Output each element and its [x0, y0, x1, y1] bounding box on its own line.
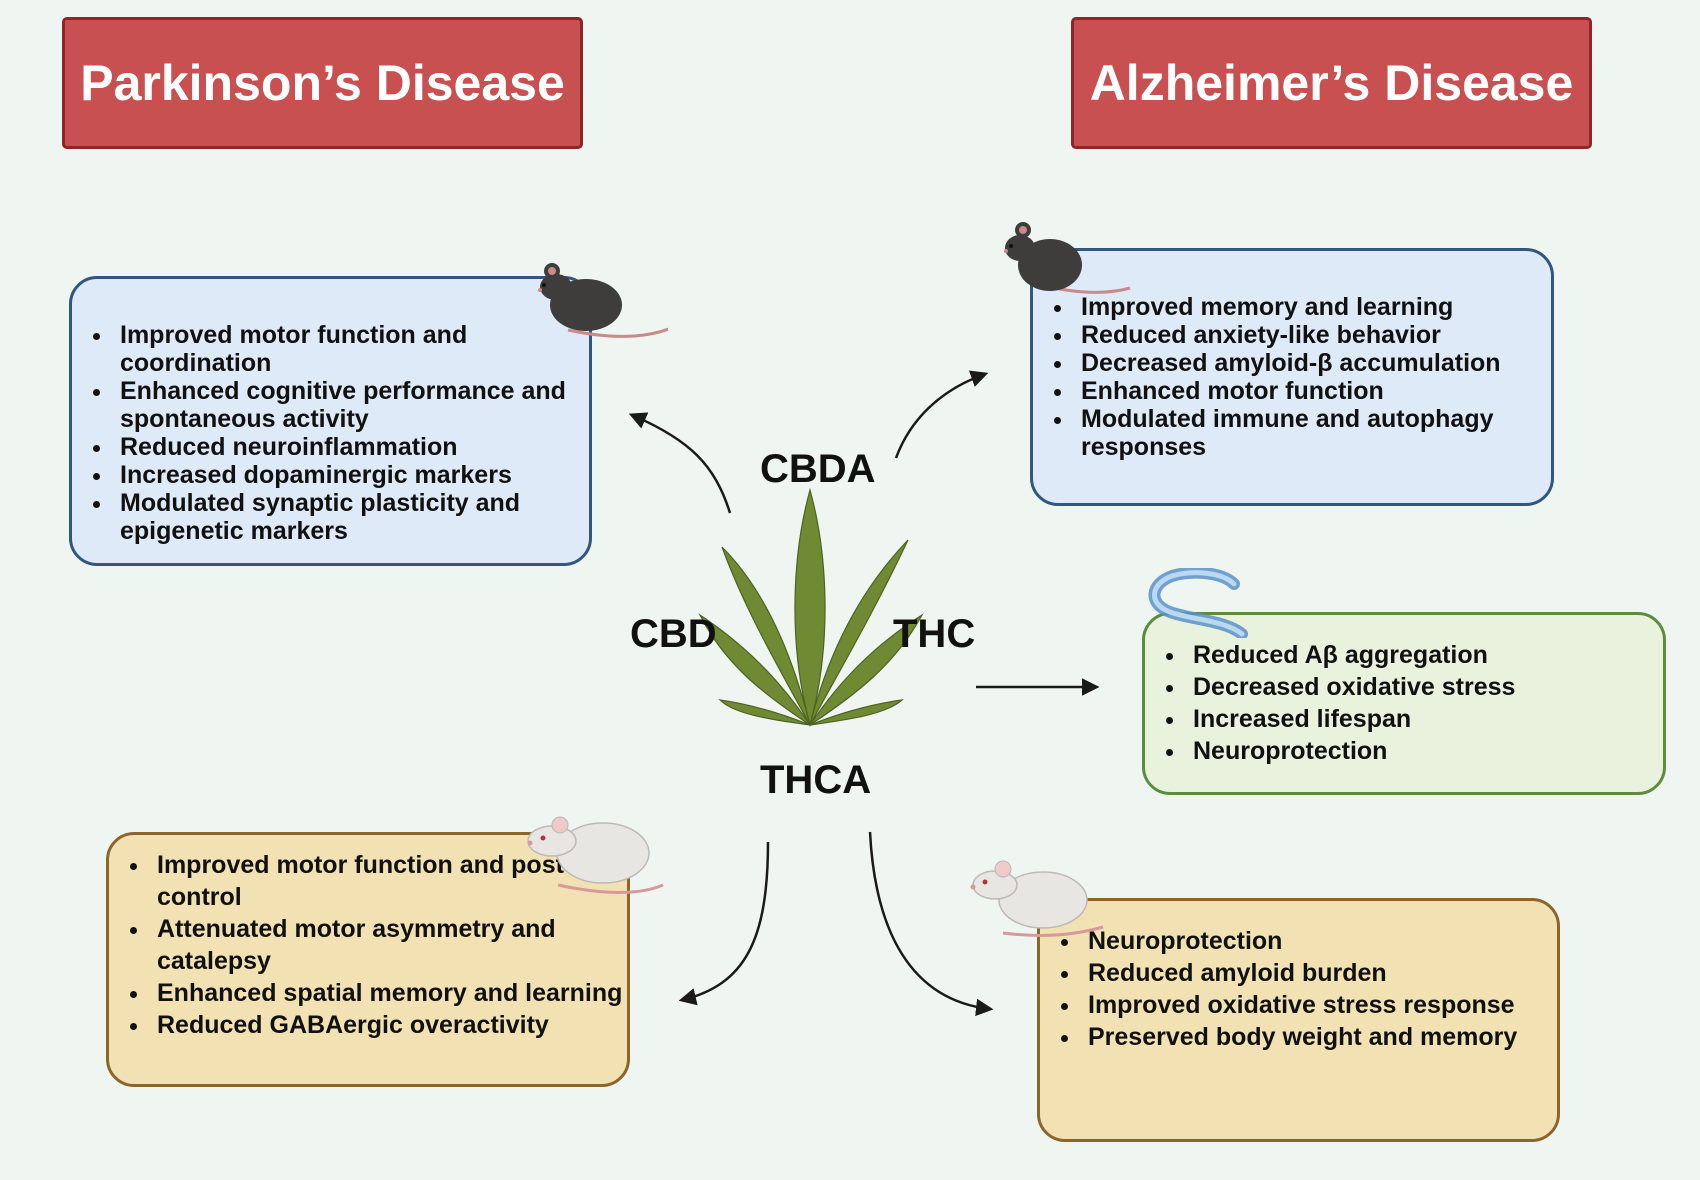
compound-label-cbd: CBD	[630, 612, 717, 656]
pd-rat-findings-list: Improved motor function and postural con…	[109, 835, 627, 1041]
list-item: Decreased oxidative stress	[1187, 671, 1663, 703]
list-item: Reduced amyloid burden	[1082, 957, 1557, 989]
list-item: Enhanced cognitive performance and spont…	[114, 377, 589, 433]
list-item: Improved motor function and coordination	[114, 321, 589, 377]
list-item: Improved oxidative stress response	[1082, 989, 1557, 1021]
ad-mouse-findings-list: Improved memory and learning Reduced anx…	[1033, 251, 1551, 461]
compound-label-thca: THCA	[760, 758, 872, 802]
arrow-to-ad-mouse	[894, 370, 989, 459]
mouse-icon	[1004, 222, 1131, 294]
list-item: Reduced neuroinflammation	[114, 433, 589, 461]
arrow-to-ad-rat	[868, 831, 994, 1017]
compound-label-thc: THC	[893, 612, 976, 656]
parkinsons-header: Parkinson’s Disease	[62, 17, 583, 149]
list-item: Increased lifespan	[1187, 703, 1663, 735]
ad-worm-findings-box: Reduced Aβ aggregation Decreased oxidati…	[1142, 612, 1666, 795]
alzheimers-header-title: Alzheimer’s Disease	[1089, 55, 1574, 111]
ad-worm-findings-list: Reduced Aβ aggregation Decreased oxidati…	[1145, 615, 1663, 767]
alzheimers-header: Alzheimer’s Disease	[1071, 17, 1592, 149]
list-item: Reduced anxiety-like behavior	[1075, 321, 1551, 349]
pd-rat-findings-box: Improved motor function and postural con…	[106, 832, 630, 1087]
list-item: Improved memory and learning	[1075, 293, 1551, 321]
parkinsons-header-title: Parkinson’s Disease	[80, 55, 565, 111]
list-item: Improved motor function and postural con…	[151, 849, 627, 913]
mouse-icon	[538, 263, 668, 338]
arrow-to-pd-rat	[678, 841, 770, 1006]
list-item: Enhanced motor function	[1075, 377, 1551, 405]
compound-label-cbda: CBDA	[760, 447, 876, 491]
list-item: Modulated synaptic plasticity and epigen…	[114, 489, 589, 545]
list-item: Enhanced spatial memory and learning	[151, 977, 627, 1009]
list-item: Attenuated motor asymmetry and catalepsy	[151, 913, 627, 977]
list-item: Decreased amyloid-β accumulation	[1075, 349, 1551, 377]
list-item: Modulated immune and autophagy responses	[1075, 405, 1551, 461]
list-item: Reduced Aβ aggregation	[1187, 639, 1663, 671]
worm-icon	[1148, 568, 1248, 638]
list-item: Neuroprotection	[1082, 925, 1557, 957]
list-item: Increased dopaminergic markers	[114, 461, 589, 489]
pd-mouse-findings-list: Improved motor function and coordination…	[72, 279, 589, 545]
list-item: Preserved body weight and memory	[1082, 1021, 1557, 1053]
list-item: Reduced GABAergic overactivity	[151, 1009, 627, 1041]
ad-rat-findings-box: Neuroprotection Reduced amyloid burden I…	[1037, 898, 1560, 1142]
pd-mouse-findings-box: Improved motor function and coordination…	[69, 276, 592, 566]
arrow-to-pd-mouse	[628, 412, 732, 514]
list-item: Neuroprotection	[1187, 735, 1663, 767]
ad-rat-findings-list: Neuroprotection Reduced amyloid burden I…	[1040, 901, 1557, 1053]
rat-icon	[970, 860, 1104, 937]
cannabis-leaf-icon	[698, 487, 924, 728]
rat-icon	[527, 816, 664, 894]
